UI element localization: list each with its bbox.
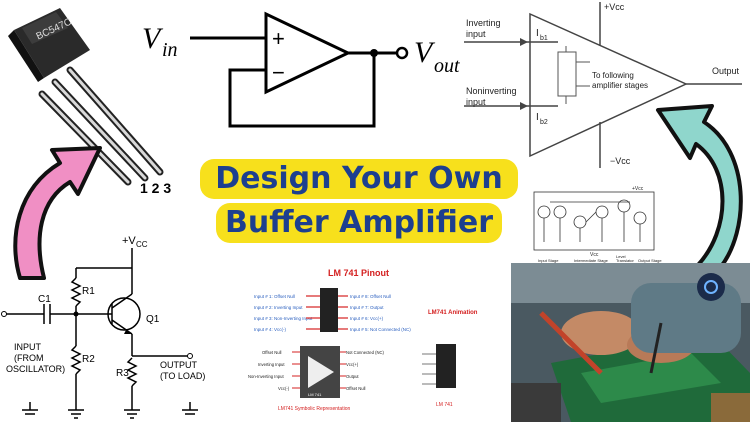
vout-sub: out <box>434 55 460 77</box>
sym-left-2: Inverting Input <box>258 362 285 367</box>
plus-sign: + <box>272 26 285 51</box>
small-vcc: +Vcc <box>632 186 644 192</box>
right-pin-5: Input # 5: Not Connected (NC) <box>350 327 411 332</box>
logo-icon <box>697 273 725 301</box>
sym-right-2: Vcc(+) <box>346 362 359 367</box>
opamp-schematic-small: +Vcc Vcc Input Stage Intermediate Stage … <box>533 186 662 263</box>
left-pin-3: Input # 3: Non-Inverting Input <box>254 316 313 321</box>
vin-label: V <box>142 22 164 55</box>
q1-label: Q1 <box>146 314 160 325</box>
ib2-sub: b2 <box>540 119 548 126</box>
sym-right-1: Not Connected (NC) <box>346 350 385 355</box>
right-pin-8: Input # 8: Offset Null <box>350 294 391 299</box>
r3-label: R3 <box>116 368 129 379</box>
left-pin-1: Input # 1: Offset Null <box>254 294 295 299</box>
vcc-sub: CC <box>136 240 148 249</box>
output-label: Output <box>712 66 740 76</box>
small-inter-stage: Intermediate Stage <box>574 258 609 263</box>
sym-left-4: Vcc(-) <box>278 386 290 391</box>
r1-label: R1 <box>82 286 95 297</box>
output-load-label: OUTPUT(TO LOAD) <box>160 360 205 381</box>
left-pin-2: Input # 2: Inverting Input <box>254 305 303 310</box>
lm741-pinout: LM 741 Pinout Input # 1: Offset Null Inp… <box>248 268 478 412</box>
right-pin-6: Input # 6: Vcc(+) <box>350 316 384 321</box>
minus-sign: − <box>272 60 285 85</box>
opamp-buffer-diagram: V in + − V out <box>142 11 460 128</box>
soldering-photo <box>511 263 750 422</box>
title-banner-line1: Design Your Own <box>200 159 518 199</box>
small-input-stage: Input Stage <box>538 258 559 263</box>
vcc-pos-label: +Vcc <box>604 2 625 12</box>
ib1-label: I <box>536 28 539 39</box>
sym-left-1: Offset Null <box>262 350 282 355</box>
small-output-stage: Output Stage <box>638 258 662 263</box>
pink-curved-arrow-icon <box>13 146 102 280</box>
ic-caption: LM 741 <box>436 402 453 408</box>
lm741-animation-label: LM741 Animation <box>428 310 478 316</box>
ib2-label: I <box>536 112 539 123</box>
vin-sub: in <box>162 39 178 61</box>
vcc-label: +V <box>122 235 136 247</box>
sym-left-3: Non-Inverting Input <box>248 374 284 379</box>
right-pin-7: Input # 7: Output <box>350 305 384 310</box>
small-vee: Vcc <box>590 252 599 258</box>
teal-curved-arrow-icon <box>656 104 743 270</box>
sym-chip-label: LM 741 <box>308 392 322 397</box>
sym-caption: LM741 Symbolic Representation <box>278 406 350 412</box>
left-pin-4: Input # 4: Vcc(-) <box>254 327 287 332</box>
title-banner-line2: Buffer Amplifier <box>216 203 502 243</box>
lm741-title: LM 741 Pinout <box>328 268 389 278</box>
c1-label: C1 <box>38 294 51 305</box>
transistor-package-illustration: BC547C 1 2 3 <box>8 8 171 196</box>
vout-label: V <box>414 36 436 69</box>
ib1-sub: b1 <box>540 35 548 42</box>
sym-right-3: Output <box>346 374 359 379</box>
vcc-neg-label: −Vcc <box>610 156 631 166</box>
r2-label: R2 <box>82 354 95 365</box>
transistor-pin-numbers: 1 2 3 <box>140 180 171 196</box>
sym-right-4: Offset Null <box>346 386 366 391</box>
